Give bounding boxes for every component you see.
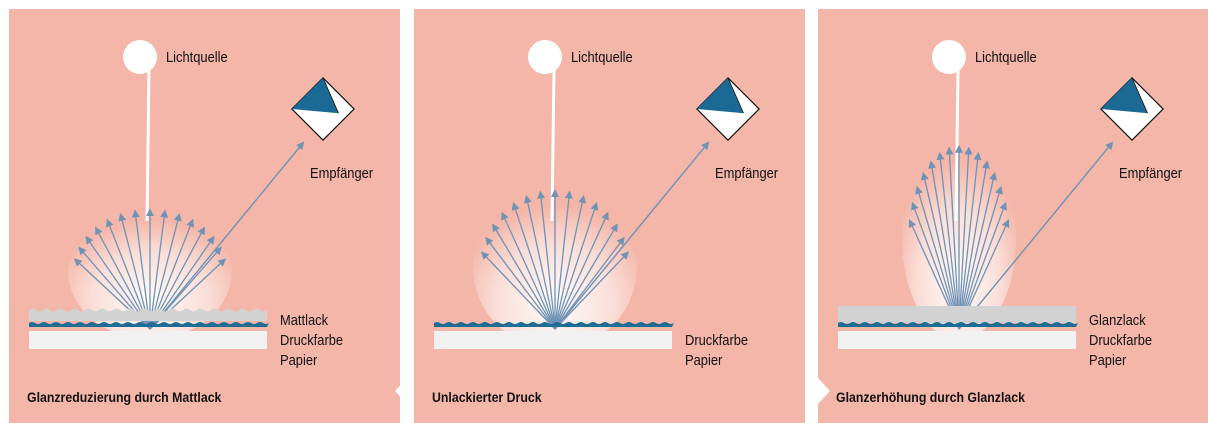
scatter-arrow	[501, 211, 556, 330]
scatter-arrow	[511, 202, 556, 330]
scatter-arrow	[485, 236, 556, 330]
scatter-arrow	[958, 160, 990, 330]
incident-beam	[954, 68, 960, 222]
divider-notch-right	[818, 378, 830, 404]
scatter-arrow	[915, 185, 960, 330]
receiver-label: Empfänger	[1119, 165, 1183, 182]
scatter-arrow	[958, 146, 973, 330]
scatter-arrow	[554, 190, 573, 330]
receiver-label: Empfänger	[310, 165, 374, 182]
scatter-arrow	[554, 194, 587, 330]
receiver-icon	[291, 77, 355, 141]
light-source-icon	[123, 40, 157, 74]
paper-layer	[838, 331, 1076, 349]
divider-notch-left	[395, 378, 407, 404]
coating-layer	[838, 306, 1076, 323]
ink-layer	[29, 322, 269, 327]
light-source-label: Lichtquelle	[166, 49, 228, 66]
scatter-arrow	[480, 251, 556, 330]
panel-matte: Lichtquelle Empfänger Mattlack Druckfarb…	[9, 9, 400, 423]
ink-layer	[434, 322, 674, 327]
receiver-ray	[958, 141, 1114, 330]
scatter-arrow	[149, 212, 182, 330]
receiver-ray	[554, 141, 710, 330]
scatter-arrow	[523, 194, 556, 330]
incident-beam	[550, 68, 556, 222]
layer-label-coating: Mattlack	[280, 312, 329, 329]
diagram-matte	[29, 40, 355, 349]
light-source-icon	[932, 40, 966, 74]
panel-gloss: Lichtquelle Empfänger Glanzlack Druckfar…	[818, 9, 1208, 423]
receiver-ray	[149, 141, 305, 330]
scatter-arrow	[554, 202, 599, 330]
scatter-arrow	[554, 236, 625, 330]
scatter-arrow	[131, 209, 151, 330]
panel-caption: Unlackierter Druck	[432, 389, 542, 405]
scatter-arrow	[492, 223, 556, 330]
panel-caption: Glanzreduzierung durch Mattlack	[27, 389, 222, 405]
layer-label-paper: Papier	[685, 352, 723, 369]
light-source-icon	[528, 40, 562, 74]
light-source-label: Lichtquelle	[975, 49, 1037, 66]
scatter-arrow	[936, 151, 960, 330]
scatter-arrow	[554, 251, 630, 330]
receiver-icon	[1100, 77, 1164, 141]
incident-beam	[145, 68, 151, 222]
scatter-arrow	[920, 171, 960, 330]
layer-label-paper: Papier	[1089, 352, 1127, 369]
layer-label-ink: Druckfarbe	[685, 332, 749, 349]
layer-label-coating: Glanzlack	[1089, 312, 1146, 329]
scatter-arrow	[149, 209, 169, 330]
scatter-arrow	[554, 211, 609, 330]
scatter-arrow	[554, 223, 618, 330]
layer-label-ink: Druckfarbe	[1089, 332, 1153, 349]
receiver-icon	[696, 77, 760, 141]
scatter-arrow	[945, 146, 960, 330]
ink-layer	[838, 322, 1078, 327]
paper-layer	[434, 331, 672, 349]
light-source-label: Lichtquelle	[571, 49, 633, 66]
scatter-arrow	[958, 185, 1003, 330]
scatter-arrow	[928, 160, 960, 330]
panel-caption: Glanzerhöhung durch Glanzlack	[836, 389, 1025, 405]
diagram-gloss	[838, 40, 1164, 349]
receiver-label: Empfänger	[715, 165, 779, 182]
layer-label-paper: Papier	[280, 352, 318, 369]
scatter-arrow	[958, 171, 998, 330]
scatter-arrow	[537, 190, 556, 330]
panel-plain: Lichtquelle Empfänger Druckfarbe Papier …	[414, 9, 805, 423]
paper-layer	[29, 331, 267, 349]
layer-label-ink: Druckfarbe	[280, 332, 344, 349]
coating-layer	[29, 308, 267, 321]
diagram-plain	[434, 40, 760, 349]
scatter-arrow	[958, 151, 982, 330]
